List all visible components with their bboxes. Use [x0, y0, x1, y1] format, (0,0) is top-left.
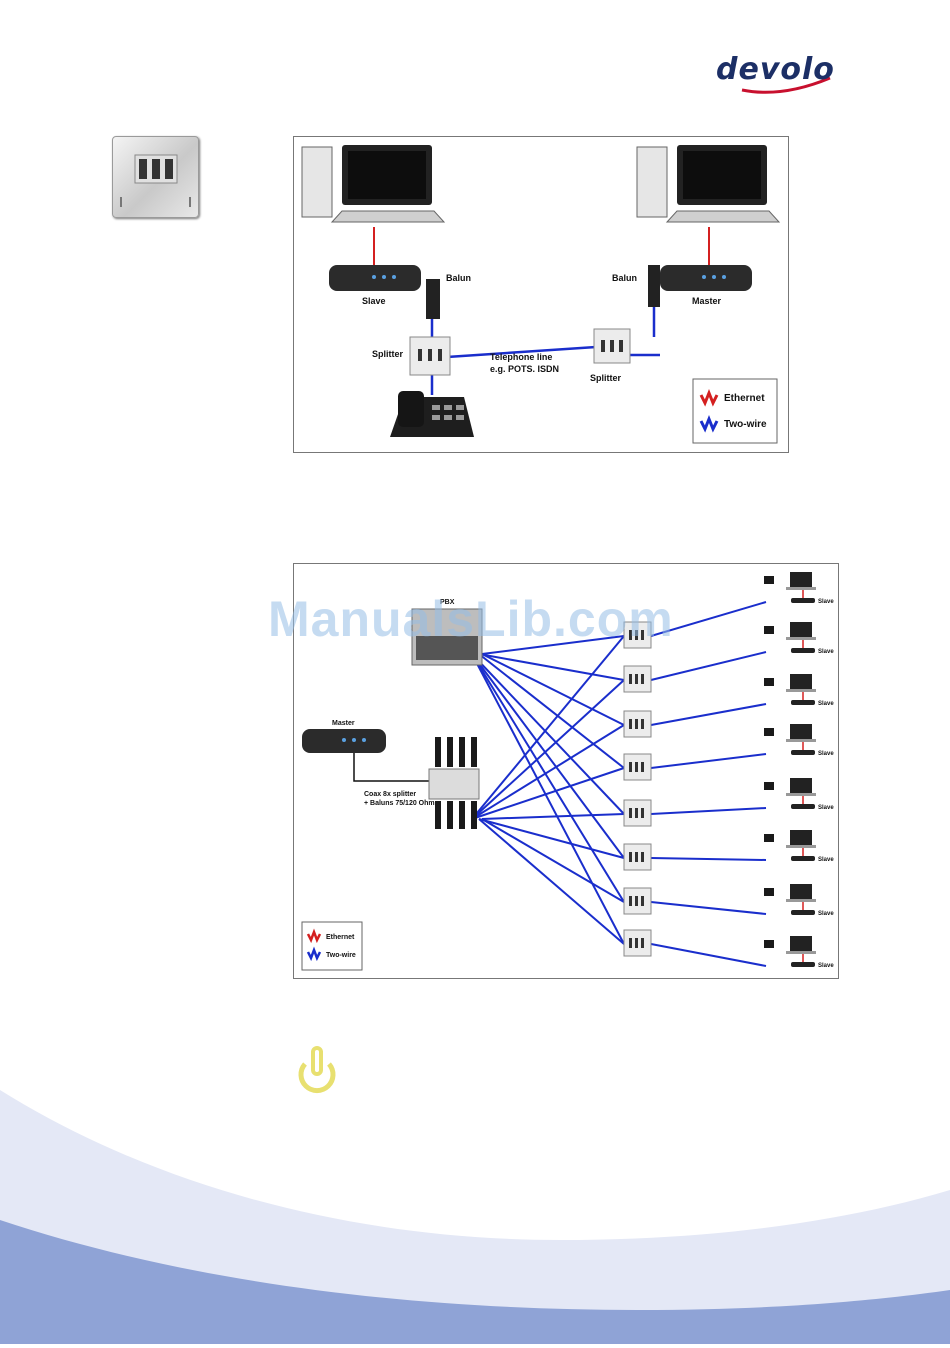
- ethernet-cables: [374, 227, 709, 267]
- label-slave: Slave: [818, 805, 834, 811]
- label-telephone-line-sub: e.g. POTS. ISDN: [490, 364, 559, 374]
- legend-ethernet: Ethernet: [326, 934, 355, 941]
- wall-splitter-icon: [624, 930, 651, 956]
- splitter-icon: [112, 136, 199, 218]
- balun-left-icon: [426, 279, 440, 319]
- label-slave: Slave: [818, 911, 834, 917]
- computer-master-icon: [637, 145, 779, 222]
- wall-splitter-icon: [624, 754, 651, 780]
- label-splitter-right: Splitter: [590, 373, 622, 383]
- slave-station-icon: [764, 830, 816, 861]
- master-modem-icon: [660, 265, 752, 291]
- page-wave-decoration: [0, 1080, 950, 1344]
- label-slave: Slave: [818, 599, 834, 605]
- wall-splitter-icon: [624, 888, 651, 914]
- wall-splitter-icon: [624, 800, 651, 826]
- label-coax-line2: + Baluns 75/120 Ohm: [364, 800, 435, 807]
- splitter-left-icon: [410, 337, 450, 375]
- label-telephone-line: Telephone line: [490, 352, 552, 362]
- slave-station-icon: [764, 622, 816, 653]
- slave-station-icon: [764, 884, 816, 915]
- label-slave: Slave: [818, 649, 834, 655]
- slave-modem-icon: [329, 265, 421, 291]
- logo-text: devolo: [716, 52, 835, 87]
- label-balun-right: Balun: [612, 273, 637, 283]
- label-slave: Slave: [362, 296, 386, 306]
- slave-station-icon: [764, 936, 816, 967]
- label-slave: Slave: [818, 857, 834, 863]
- legend-two-wire: Two-wire: [326, 952, 356, 959]
- label-master: Master: [332, 720, 355, 727]
- balun-right-icon: [648, 265, 660, 307]
- label-slave: Slave: [818, 751, 834, 757]
- devolo-logo: devolo: [712, 48, 842, 98]
- legend-1: Ethernet Two-wire: [693, 379, 777, 443]
- watermark: ManualsLib.com: [268, 590, 674, 648]
- label-master: Master: [692, 296, 722, 306]
- label-slave: Slave: [818, 701, 834, 707]
- master-modem-icon: [302, 729, 386, 753]
- label-slave: Slave: [818, 963, 834, 969]
- legend-2: Ethernet Two-wire: [302, 922, 362, 970]
- two-wire-diagram: Slave Balun Balun Master Splitter Splitt…: [293, 136, 789, 453]
- label-coax-line1: Coax 8x splitter: [364, 791, 416, 798]
- legend-two-wire: Two-wire: [724, 419, 767, 430]
- coax-splitter-icon: [429, 737, 479, 829]
- splitter-right-icon: [594, 329, 630, 363]
- two-wire-cables: [472, 602, 766, 966]
- wall-splitter-icon: [624, 666, 651, 692]
- slave-station-icon: [764, 778, 816, 809]
- slave-station-icon: [764, 572, 816, 603]
- label-balun-left: Balun: [446, 273, 471, 283]
- legend-ethernet: Ethernet: [724, 393, 765, 404]
- wall-splitter-icon: [624, 711, 651, 737]
- slave-station-icon: [764, 674, 816, 705]
- label-splitter-left: Splitter: [372, 349, 404, 359]
- telephone-icon: [390, 391, 474, 437]
- wall-splitter-icon: [624, 844, 651, 870]
- slave-station-icon: [764, 724, 816, 755]
- computer-slave-icon: [302, 145, 444, 222]
